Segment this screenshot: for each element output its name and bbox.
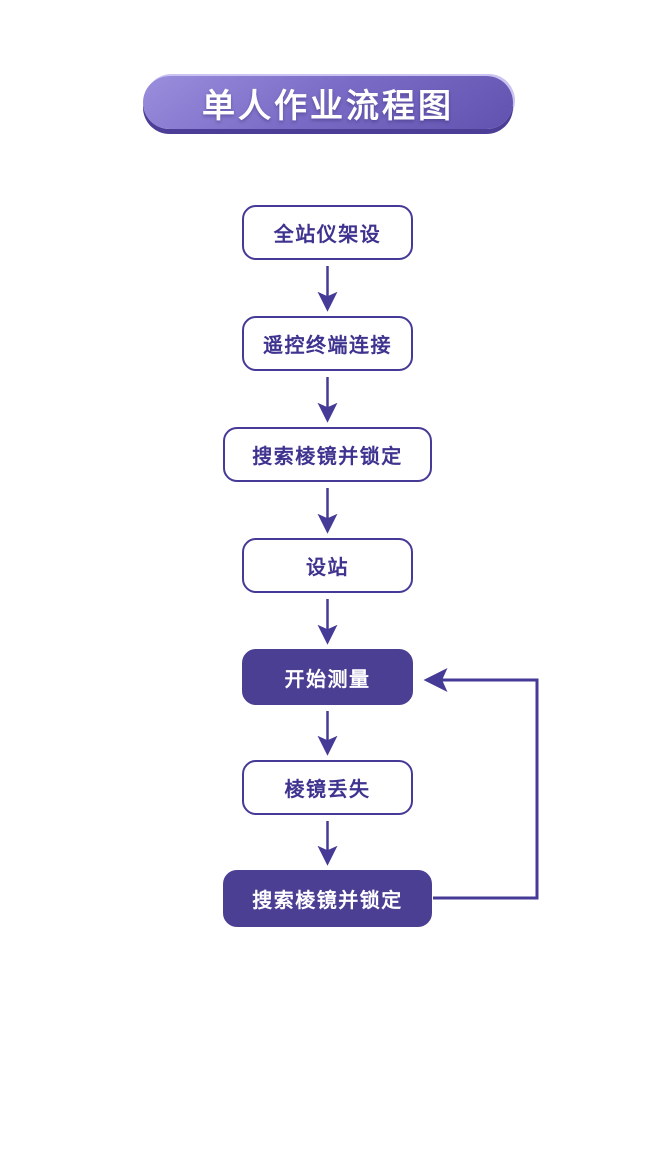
- flow-node-search-lock-prism-again: 搜索棱镜并锁定: [223, 870, 432, 927]
- flow-node-start-measurement: 开始测量: [242, 649, 413, 705]
- title-banner: 单人作业流程图: [143, 76, 513, 129]
- page-title: 单人作业流程图: [202, 85, 454, 125]
- flow-node-setup-total-station: 全站仪架设: [242, 205, 413, 260]
- loop-back-arrow: [423, 668, 539, 900]
- flow-node-search-lock-prism: 搜索棱镜并锁定: [223, 427, 432, 482]
- flow-node-connect-remote-terminal: 遥控终端连接: [242, 316, 413, 371]
- flow-node-prism-lost: 棱镜丢失: [242, 760, 413, 815]
- flow-node-set-station: 设站: [242, 538, 413, 593]
